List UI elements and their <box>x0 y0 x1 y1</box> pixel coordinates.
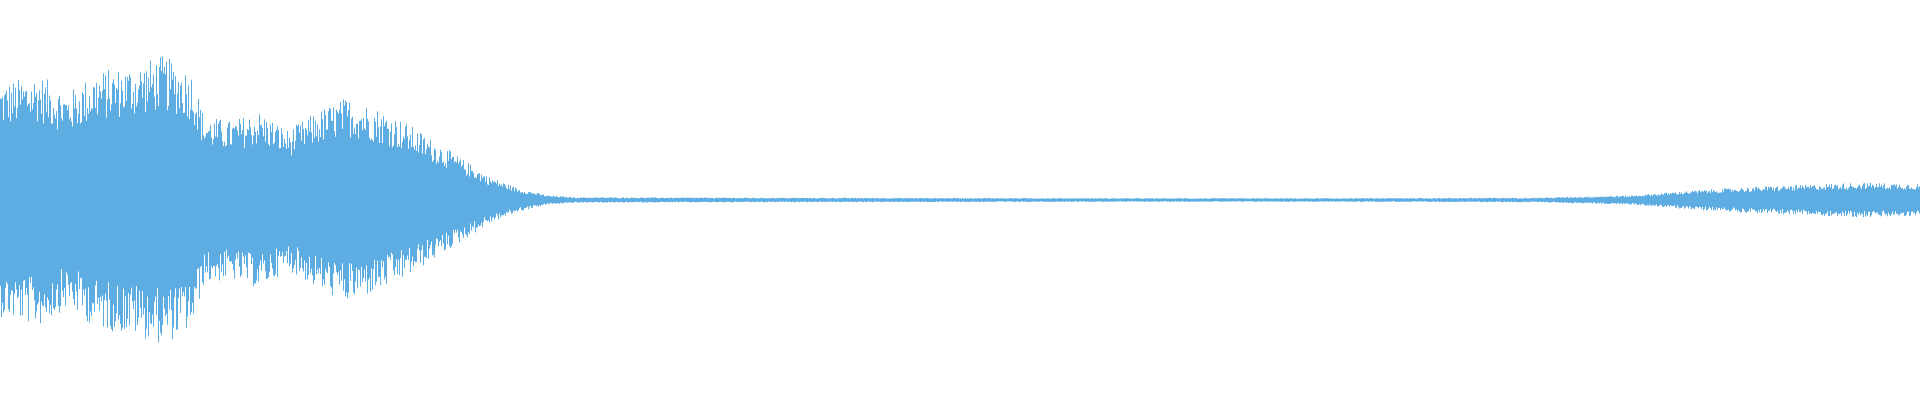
waveform-path <box>0 56 1920 343</box>
